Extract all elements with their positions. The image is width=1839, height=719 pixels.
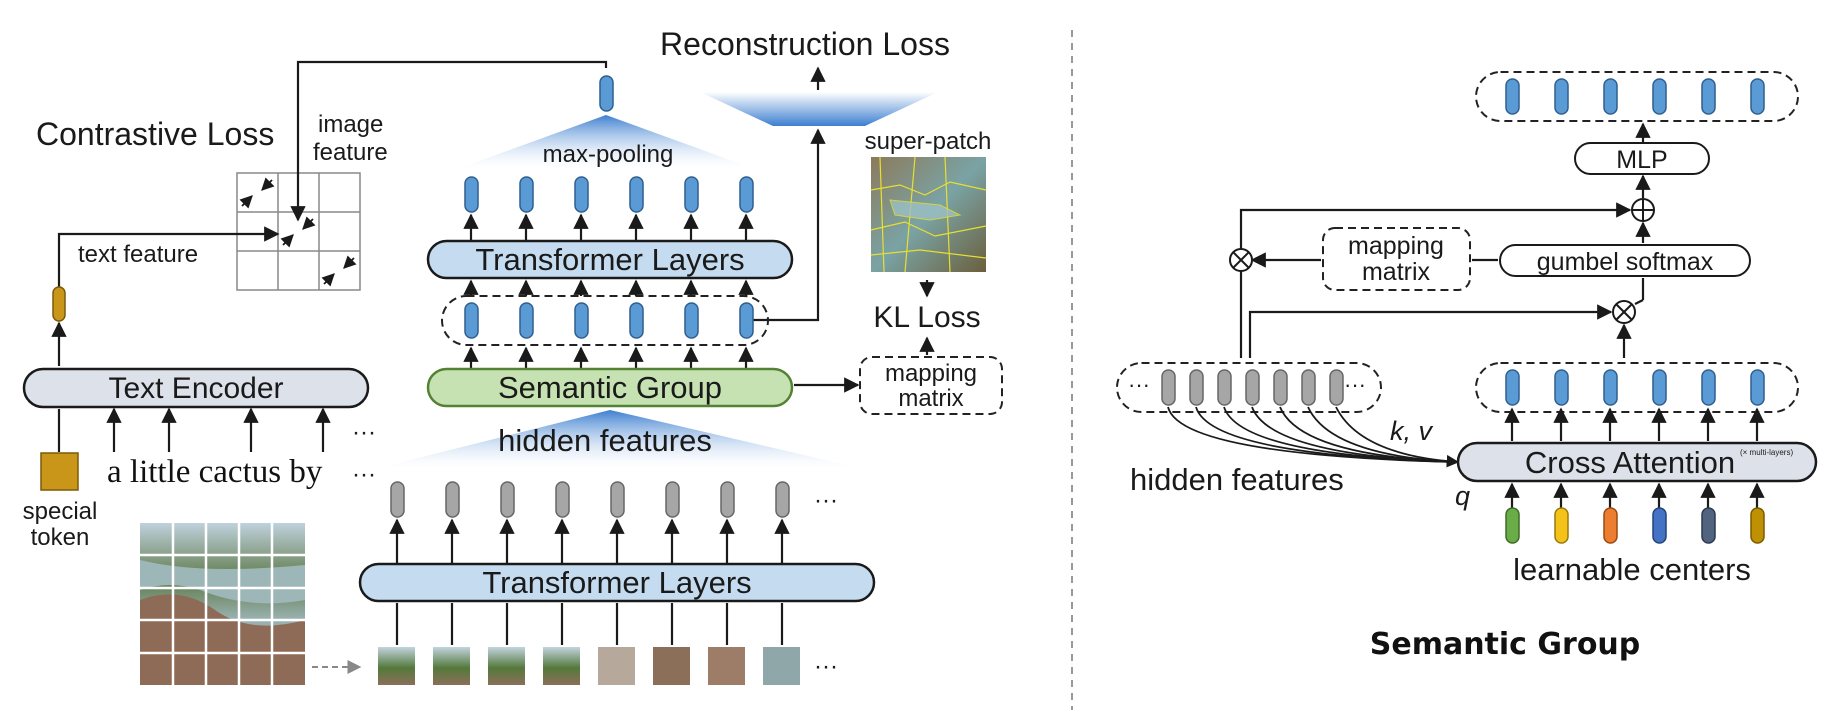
mapping-matrix-box-left (859, 356, 1003, 415)
center-tokens-container (1475, 362, 1799, 413)
image-patch-row (378, 647, 800, 685)
learnable-center-row (1505, 507, 1765, 544)
image-feature-label-2: feature (313, 139, 388, 166)
text-input-ellipsis: ··· (352, 419, 376, 446)
multiply-operator-icon-right (1612, 300, 1636, 324)
mapping-matrix-left-label-1: mapping (885, 360, 977, 387)
text-encoder-box (22, 367, 370, 409)
semantic-group-box (426, 367, 794, 408)
hidden-token-ellipsis: ··· (814, 487, 838, 514)
input-image (140, 523, 305, 685)
cross-attention-label: Cross Attention (1525, 445, 1735, 480)
patch-ellipsis: ··· (814, 653, 838, 680)
add-operator-icon (1631, 198, 1655, 222)
gumbel-softmax-box (1499, 244, 1751, 277)
panel-title: Semantic Group (1370, 627, 1641, 662)
text-feature-token (52, 286, 66, 322)
hidden-left-ellipsis: ··· (1128, 372, 1150, 397)
pooled-token (599, 75, 614, 112)
hidden-features-triangle (378, 410, 860, 468)
transformer-layers-bottom-box (358, 562, 876, 603)
hidden-features-label-right: hidden features (1130, 462, 1344, 497)
group-tokens-container (441, 295, 769, 346)
hidden-features-container (1116, 362, 1382, 413)
caption-ellipsis: ··· (352, 461, 376, 488)
max-pooling-triangle (460, 115, 752, 168)
transformer-layers-top-label: Transformer Layers (475, 242, 744, 277)
max-pooling-label: max-pooling (543, 141, 674, 168)
mapping-matrix-right-label-2: matrix (1362, 258, 1431, 286)
special-token-label-1: special (23, 498, 98, 525)
mlp-label: MLP (1616, 146, 1667, 174)
attract-arrows-icon (239, 177, 357, 287)
q-label: q (1455, 481, 1470, 511)
multi-layers-label: (× multi-layers) (1740, 448, 1793, 457)
mapping-matrix-box-right (1322, 227, 1471, 291)
super-patch-label: super-patch (865, 128, 992, 155)
transformer-layers-top-box (426, 239, 794, 280)
mlp-box (1574, 142, 1710, 175)
image-feature-label-1: image (318, 111, 383, 138)
kv-curves (1167, 406, 1460, 468)
multiply-operator-icon-left (1229, 248, 1253, 272)
hidden-right-ellipsis: ··· (1344, 372, 1366, 397)
hidden-feature-token-row (1161, 369, 1344, 406)
decoder-trapezoid (700, 92, 938, 126)
reconstruction-loss-label: Reconstruction Loss (660, 26, 950, 62)
kv-label: k, v (1390, 416, 1434, 446)
gumbel-softmax-label: gumbel softmax (1537, 248, 1714, 276)
special-token (40, 452, 79, 491)
updated-center-row (1505, 369, 1765, 406)
mapping-matrix-right-label-1: mapping (1348, 232, 1444, 260)
output-tokens-container (1475, 71, 1799, 122)
caption-text: a little cactus by (107, 454, 323, 490)
text-encoder-label: Text Encoder (108, 372, 283, 405)
semantic-group-label: Semantic Group (498, 370, 722, 405)
super-patch-image (870, 156, 987, 273)
transformer-layers-bottom-label: Transformer Layers (482, 565, 751, 600)
contrastive-loss-label: Contrastive Loss (36, 116, 274, 152)
hidden-token-row (390, 481, 790, 518)
group-token-row (464, 302, 754, 339)
cross-attention-box (1456, 441, 1818, 483)
special-token-label-2: token (31, 524, 90, 551)
text-feature-label: text feature (78, 241, 198, 268)
output-token-row (464, 176, 754, 213)
learnable-centers-label: learnable centers (1513, 552, 1751, 587)
output-center-row (1505, 78, 1765, 115)
hidden-features-label: hidden features (498, 423, 712, 458)
kl-loss-label: KL Loss (873, 301, 980, 334)
mapping-matrix-left-label-2: matrix (898, 385, 963, 412)
